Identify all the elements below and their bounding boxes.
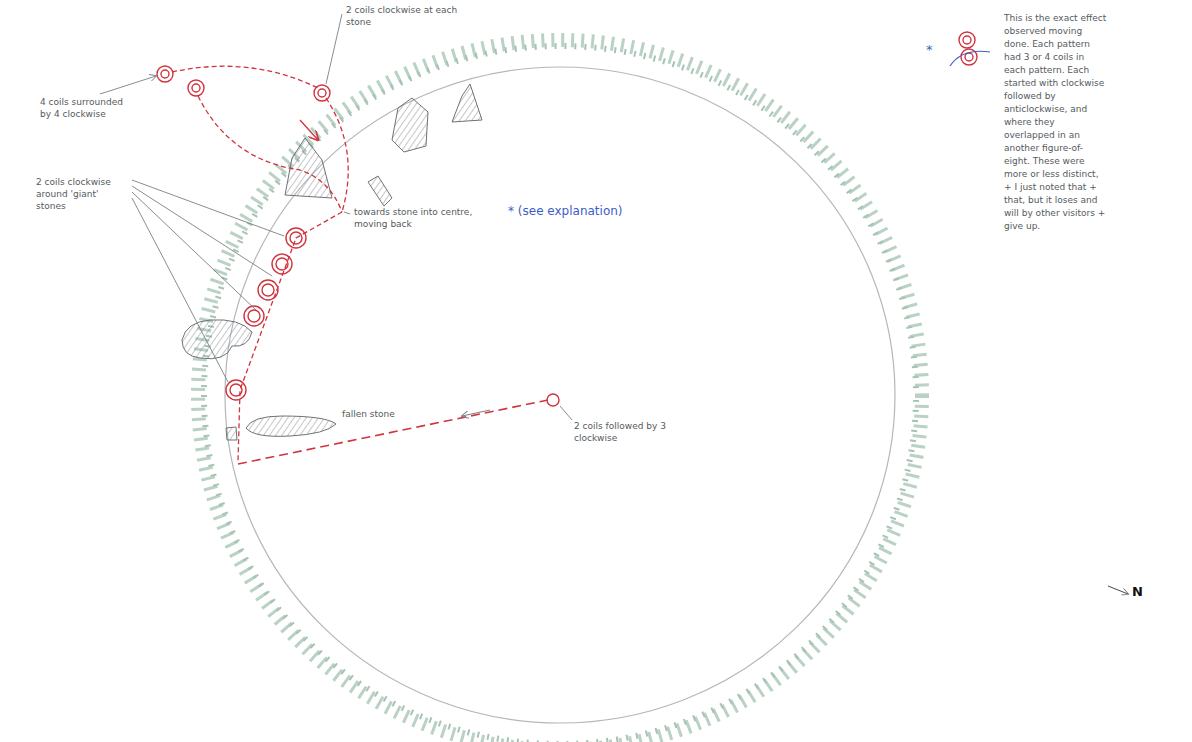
coil-symbol	[318, 89, 326, 97]
circle-outline	[225, 67, 895, 723]
coil-symbol	[959, 32, 975, 48]
coil-symbol	[286, 228, 306, 248]
direction-arrow	[300, 120, 318, 140]
walk-path	[326, 98, 348, 212]
coil-symbol	[192, 84, 200, 92]
coil-symbol	[963, 36, 971, 44]
walk-path	[198, 96, 342, 212]
annotation-text: 2 coils clockwise around 'giant' stones	[36, 176, 128, 212]
leader-line	[132, 186, 272, 276]
stone	[285, 138, 332, 198]
stone	[246, 416, 336, 436]
explanation-ref: * (see explanation)	[508, 204, 648, 219]
explanation-note: This is the exact effect observed moving…	[1004, 12, 1108, 233]
leader-line	[132, 180, 284, 236]
north-arrow	[1108, 586, 1128, 594]
coil-symbol	[965, 53, 973, 61]
stone	[226, 427, 237, 440]
walk-path	[238, 212, 342, 462]
leader-line	[344, 212, 350, 214]
bank-band	[204, 46, 916, 742]
stone	[452, 84, 482, 122]
direction-arrow	[462, 410, 490, 416]
coil-symbol	[230, 384, 242, 396]
coil-symbol	[244, 306, 264, 326]
leader-line	[132, 192, 256, 310]
annotation-text: fallen stone	[342, 408, 422, 420]
coil-symbol	[272, 254, 292, 274]
annotation-text: 2 coils clockwise at each stone	[346, 4, 476, 28]
annotation-text: towards stone into centre, moving back	[354, 206, 504, 230]
leader-line	[560, 406, 572, 420]
leader-line	[100, 76, 156, 94]
walk-path	[238, 400, 548, 464]
coil-symbol	[188, 80, 204, 96]
leader-line	[132, 198, 228, 382]
coil-symbol	[157, 66, 173, 82]
coil-symbol	[226, 380, 246, 400]
stone	[368, 176, 392, 206]
coil-symbol	[290, 232, 302, 244]
north-label: N	[1132, 584, 1152, 600]
coil-symbol	[262, 284, 274, 296]
coil-symbol	[248, 310, 260, 322]
leader-line	[326, 14, 342, 84]
annotation-text: 4 coils surrounded by 4 clockwise	[40, 96, 135, 120]
stone	[182, 320, 252, 359]
coil-symbol	[314, 85, 330, 101]
stone	[392, 98, 428, 152]
annotation-text: 2 coils followed by 3 clockwise	[574, 420, 674, 444]
figure-eight-line	[950, 51, 990, 66]
coil-symbol	[276, 258, 288, 270]
coil-symbol	[547, 394, 559, 406]
coil-symbol	[161, 70, 169, 78]
coil-symbol	[258, 280, 278, 300]
explanation-marker: *	[926, 42, 940, 58]
bank-band	[198, 40, 922, 742]
